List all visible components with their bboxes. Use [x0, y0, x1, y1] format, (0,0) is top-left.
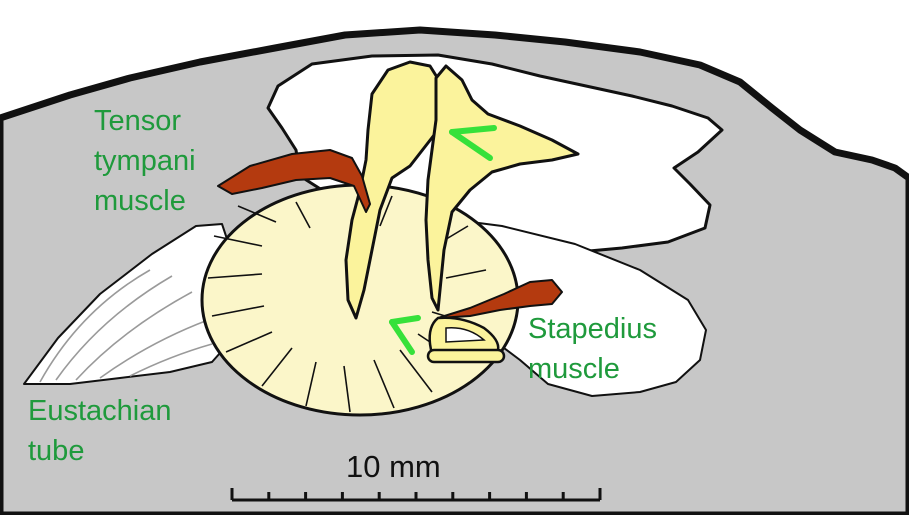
stapedius-label-line1: Stapedius — [528, 313, 657, 345]
scale-bar-label: 10 mm — [346, 449, 441, 484]
stapedius-label-line2: muscle — [528, 353, 620, 385]
eustachian-label-line2: tube — [28, 435, 84, 467]
eustachian-label-line1: Eustachian — [28, 395, 172, 427]
tensor-tympani-label-line2: tympani — [94, 145, 196, 177]
tensor-tympani-label-line1: Tensor — [94, 105, 181, 137]
tensor-tympani-label-line3: muscle — [94, 185, 186, 217]
